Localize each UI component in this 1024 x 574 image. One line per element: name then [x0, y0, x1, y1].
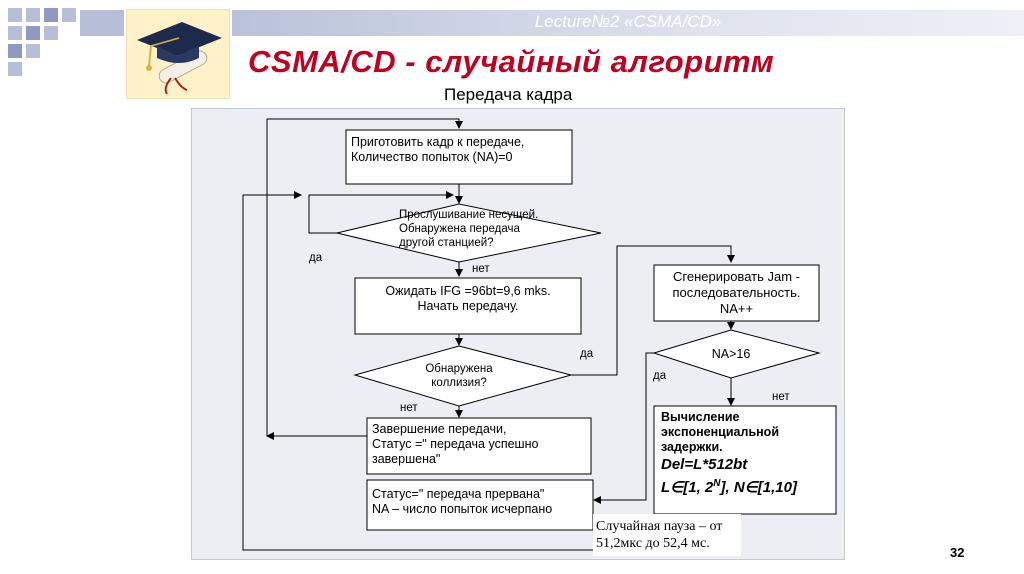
main-title: CSMA/CD - случайный алгоритм: [248, 44, 775, 79]
na-check-text: NA>16: [711, 347, 751, 361]
lecture-title: Lecture№2 «CSMA/CD»: [534, 12, 722, 31]
random-pause-note: Случайная пауза – от 51,2мкс до 52,4 мс.: [596, 519, 723, 551]
label-no-collision: нет: [400, 402, 418, 414]
wait-text: Ожидать IFG =96bt=9,6 mks. Начать переда…: [385, 284, 551, 313]
box-wait: [354, 277, 582, 335]
box-backoff: [653, 405, 837, 515]
label-yes-collision: да: [580, 348, 594, 360]
diamond-na-check: [652, 329, 821, 379]
listen-text: Прослушивание несущей. Обнаружена переда…: [399, 209, 539, 249]
delay-formula: Del=L*512bt: [661, 456, 748, 473]
decor-square: [8, 8, 22, 22]
box-abort: [366, 479, 594, 531]
label-yes-na-check: да: [653, 370, 667, 382]
box-prepare: [345, 129, 573, 185]
arrow-listen-yes-loop: [308, 191, 454, 234]
diamond-collision: [353, 345, 573, 407]
flowchart-graphics: [191, 108, 845, 560]
decor-bar: [80, 10, 124, 36]
lecture-title-bar: Lecture№2 «CSMA/CD»: [232, 10, 1024, 36]
note-background: [593, 514, 741, 556]
decor-square: [26, 44, 40, 58]
graduation-cap-icon: [126, 9, 230, 99]
decor-square: [8, 62, 22, 76]
decor-square: [8, 44, 22, 58]
backoff-text: Вычисление экспоненциальной задержки. De…: [661, 410, 831, 497]
decor-square: [44, 8, 58, 22]
decor-square: [62, 8, 76, 22]
label-no-na-check: нет: [772, 391, 790, 403]
box-jam: [653, 264, 820, 322]
jam-text: Сгенерировать Jam - последовательность. …: [672, 269, 801, 316]
decor-square: [26, 8, 40, 22]
decor-square: [26, 26, 40, 40]
page-number: 32: [950, 545, 965, 560]
range-formula: L∈[1, 2N], N∈[1,10]: [661, 478, 797, 496]
collision-text: Обнаружена коллизия?: [425, 363, 493, 389]
prepare-text: Приготовить кадр к передаче, Количество …: [351, 135, 525, 164]
label-yes-listen: да: [309, 252, 323, 264]
done-text: Завершение передачи, Статус =" передача …: [372, 422, 539, 466]
box-done: [366, 417, 592, 475]
diamond-listen: [336, 203, 602, 263]
decor-square: [44, 26, 58, 40]
arrow-outer-loop: [266, 118, 463, 436]
decor-square: [8, 26, 22, 40]
subtitle: Передача кадра: [444, 85, 573, 104]
arrow-check-abort: [593, 352, 654, 504]
abort-text: Статус=" передача прервана" NA – число п…: [372, 487, 553, 516]
arrow-collision-jam: [571, 245, 735, 376]
label-no-listen: нет: [472, 263, 490, 275]
flowchart: Приготовить кадр к передаче, Количество …: [191, 108, 845, 560]
